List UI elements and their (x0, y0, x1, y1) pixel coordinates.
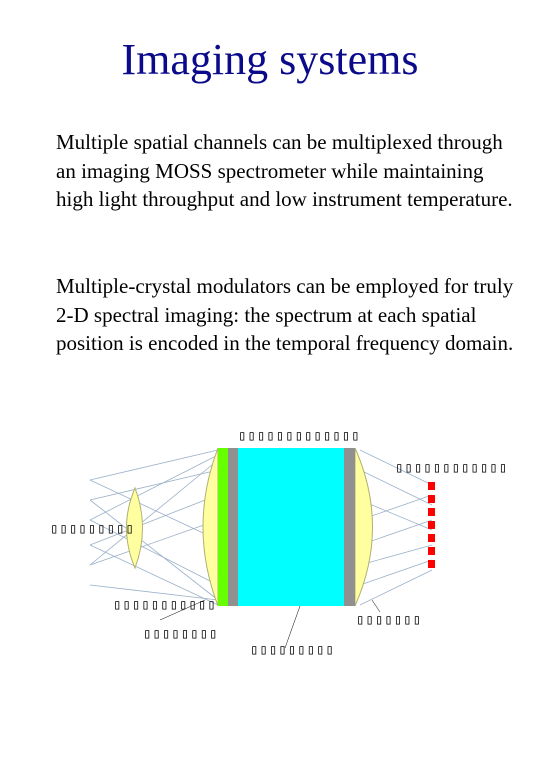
imaging-lens (354, 447, 373, 607)
slide-title: Imaging systems (121, 35, 419, 84)
label-top-center: ▯▯▯▯▯▯▯▯▯▯▯▯▯ (238, 429, 361, 445)
imaging-spectrometer-diagram: ▯▯▯▯▯▯▯▯▯▯▯▯▯ ▯▯▯▯▯▯▯▯▯▯▯▯ ▯▯▯▯▯▯▯▯▯ ▯▯▯… (50, 429, 508, 659)
label-top-right: ▯▯▯▯▯▯▯▯▯▯▯▯ (395, 461, 508, 477)
label-bottom-right: ▯▯▯▯▯▯▯ (356, 613, 422, 629)
label-bottom-center: ▯▯▯▯▯▯▯▯▯ (250, 643, 335, 659)
light-rays (89, 449, 433, 606)
output-analyser (344, 448, 355, 606)
detector-array (428, 482, 435, 568)
source-lens (126, 486, 143, 570)
input-polarizer (228, 448, 238, 606)
label-bottom-left-1: ▯▯▯▯▯▯▯▯▯▯▯ (113, 598, 217, 614)
crystal-modulator (238, 448, 344, 606)
bandpass-filter (218, 448, 228, 606)
label-left: ▯▯▯▯▯▯▯▯▯ (50, 522, 135, 538)
paragraph-spatial-channels: Multiple spatial channels can be multipl… (56, 130, 513, 211)
label-bottom-left-2: ▯▯▯▯▯▯▯▯ (143, 627, 218, 643)
paragraph-crystal-modulators: Multiple-crystal modulators can be emplo… (56, 274, 514, 355)
collimating-lens (202, 447, 219, 607)
